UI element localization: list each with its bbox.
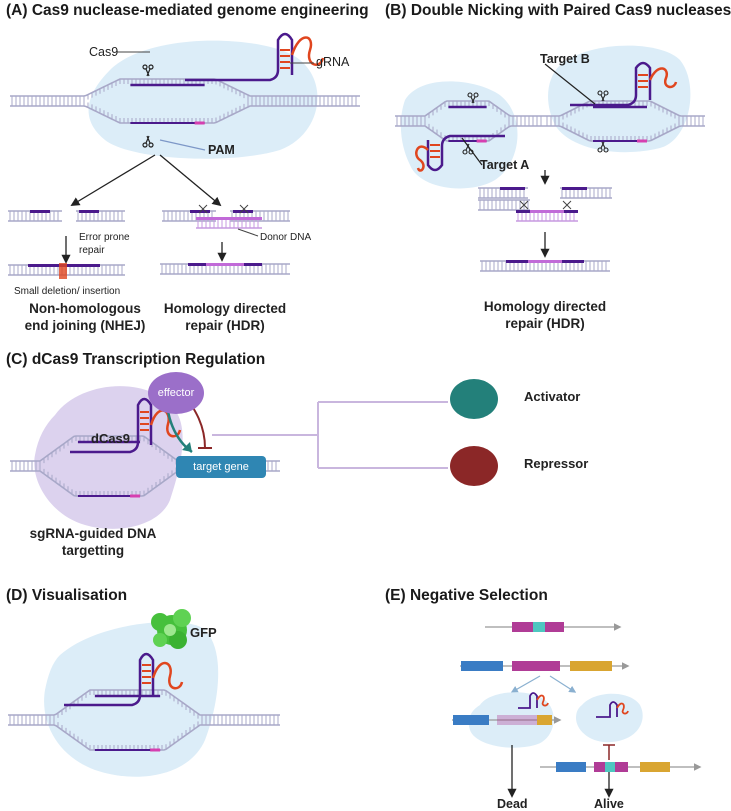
panel-d-dna — [8, 689, 280, 752]
repair-label: repair — [79, 245, 105, 256]
panel-e-diagram — [452, 622, 702, 798]
repressor-circle — [450, 446, 498, 486]
dead-label: Dead — [497, 797, 528, 811]
panel-a-complex — [10, 32, 360, 159]
hdr-caption-b-line1: Homology directed — [483, 299, 607, 314]
arrow-to-hdr — [159, 154, 222, 207]
panel-d-title: (D) Visualisation — [6, 587, 128, 604]
hdr-diagram-b — [478, 187, 612, 272]
panel-e-title: (E) Negative Selection — [385, 587, 548, 604]
nhej-caption-line1: Non-homologous — [29, 301, 141, 316]
nhej-caption-line2: end joining (NHEJ) — [24, 318, 146, 333]
hdr-caption-b: Homology directed repair (HDR) — [470, 298, 620, 332]
gfp-icon — [151, 609, 191, 649]
small-deletion-label: Small deletion/ insertion — [14, 286, 121, 297]
target-gene-label: target gene — [193, 461, 249, 473]
panel-a-dna — [10, 78, 360, 125]
error-prone-label: Error prone — [79, 232, 130, 243]
dcas9-label: dCas9 — [91, 431, 131, 446]
hdr-diagram-a — [160, 204, 290, 275]
panel-c-title: (C) dCas9 Transcription Regulation — [6, 351, 266, 368]
effector-ellipse: effector — [148, 372, 204, 414]
hdr-caption-b-line2: repair (HDR) — [505, 316, 585, 331]
pam-label: PAM — [208, 143, 235, 157]
panel-c-caption-line2: targetting — [61, 543, 125, 558]
panel-b-title: (B) Double Nicking with Paired Cas9 nucl… — [385, 2, 731, 19]
target-a-label: Target A — [480, 158, 530, 172]
arrow-to-nhej — [70, 154, 156, 206]
cas9-label: Cas9 — [89, 45, 119, 59]
activator-circle — [450, 379, 498, 419]
panel-b-dna-left — [395, 100, 545, 143]
grna-label: gRNA — [316, 55, 350, 69]
target-b-label: Target B — [540, 52, 590, 66]
activator-label: Activator — [524, 389, 581, 404]
alive-label: Alive — [594, 797, 624, 811]
target-gene-box: target gene — [176, 456, 266, 478]
effector-label: effector — [157, 387, 195, 399]
gfp-label: GFP — [190, 625, 217, 640]
donor-dna-label: Donor DNA — [260, 232, 312, 243]
panel-c-complex — [10, 386, 448, 529]
hdr-caption-a: Homology directed repair (HDR) — [150, 300, 300, 334]
scissors-icon — [142, 64, 154, 148]
panel-a-title: (A) Cas9 nuclease-mediated genome engine… — [6, 2, 369, 19]
panel-b-dna-right — [545, 100, 705, 143]
panel-d-complex — [8, 609, 280, 777]
panel-c-caption-line1: sgRNA-guided DNA — [29, 526, 157, 541]
nhej-caption: Non-homologous end joining (NHEJ) — [10, 300, 160, 334]
hdr-caption-a-line2: repair (HDR) — [185, 318, 265, 333]
panel-b-complex — [395, 45, 705, 189]
nhej-diagram — [8, 210, 125, 279]
panel-c-caption: sgRNA-guided DNA targetting — [18, 525, 168, 559]
repressor-label: Repressor — [524, 456, 589, 471]
hdr-caption-a-line1: Homology directed — [163, 301, 287, 316]
